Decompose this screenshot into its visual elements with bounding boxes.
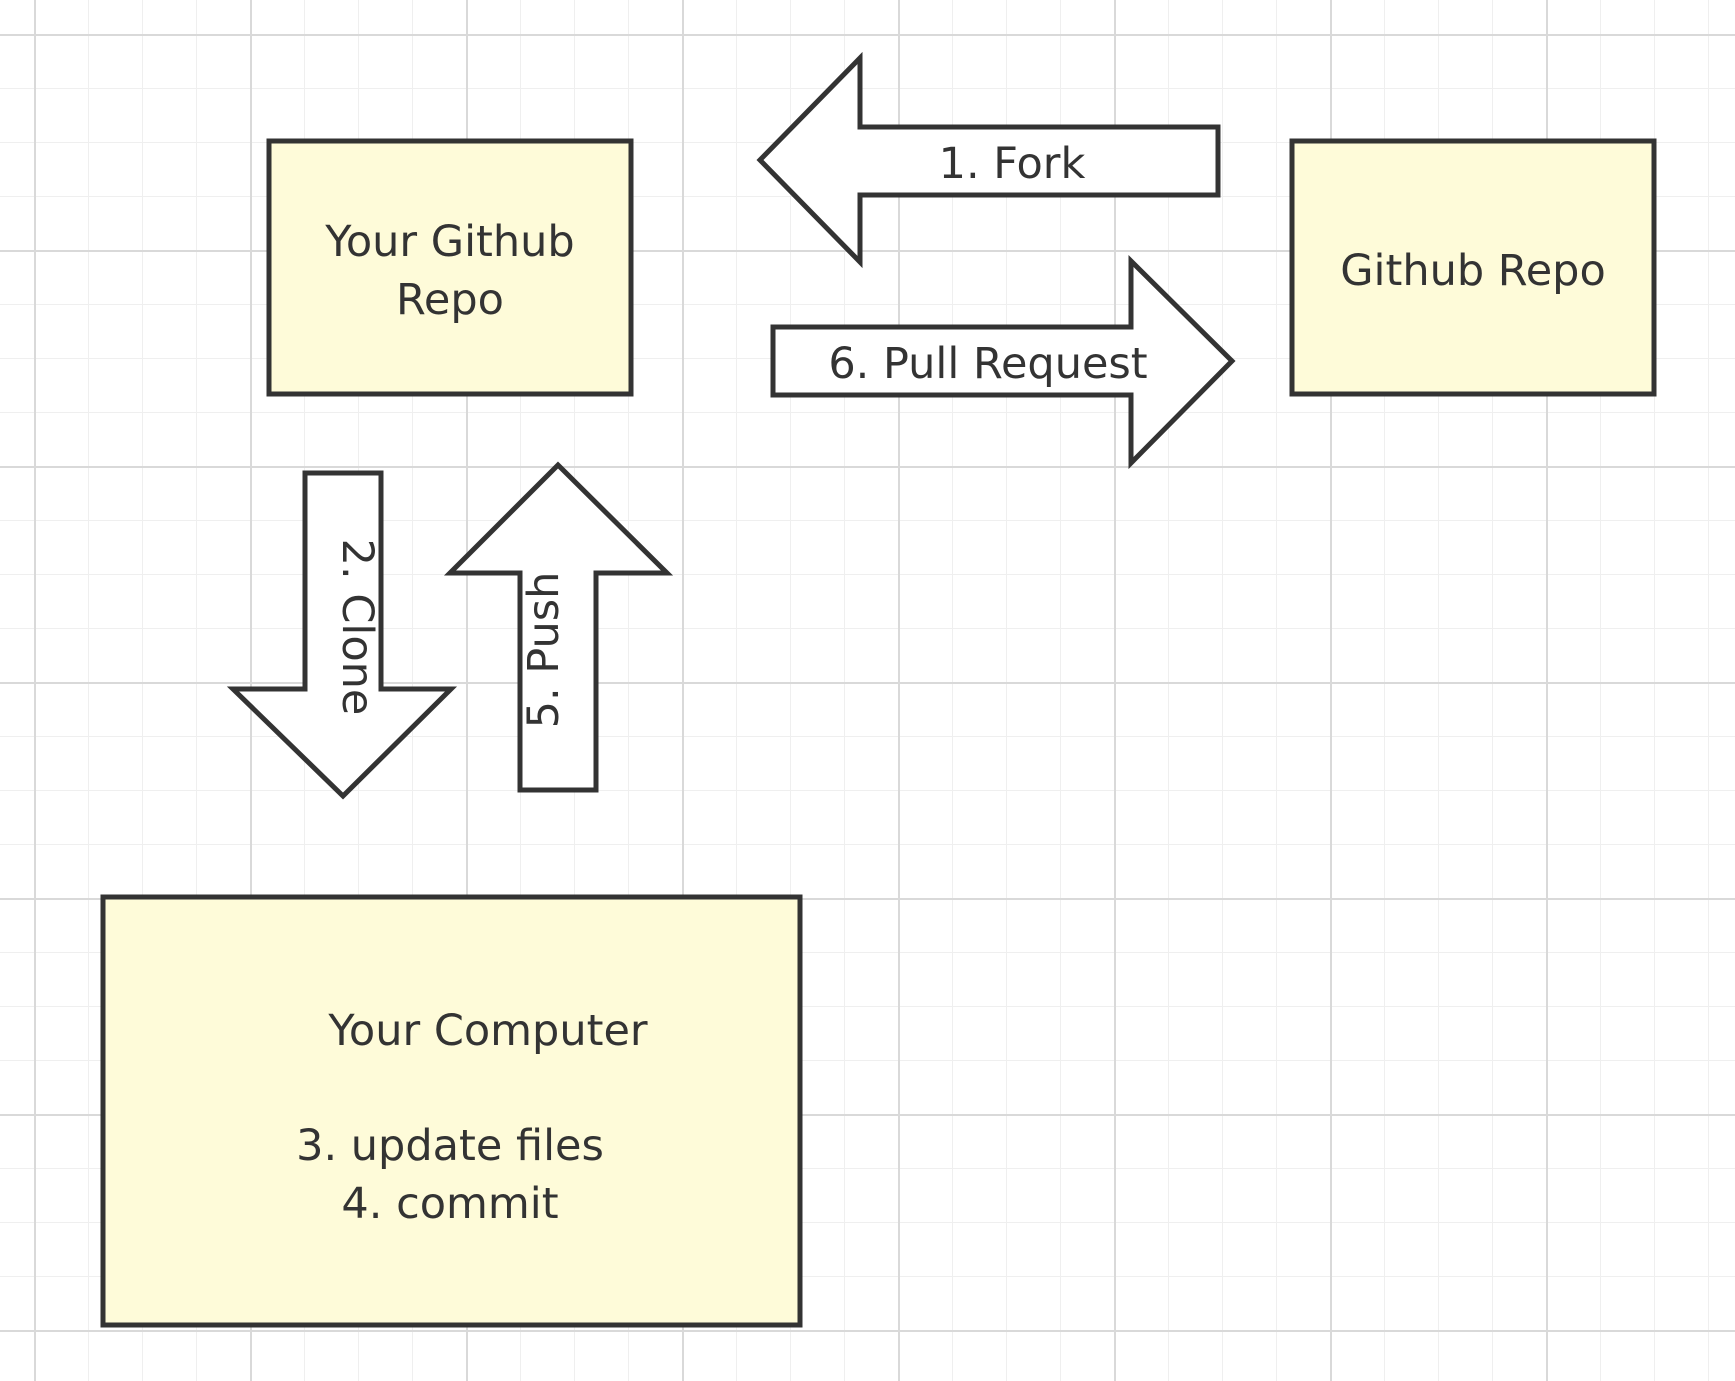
node-your-computer-box (100, 894, 803, 1328)
arrow-push-shape (443, 461, 674, 793)
node-your-github-repo-box (266, 138, 634, 397)
arrow-fork-label: 1. Fork (939, 139, 1086, 189)
node-your-github-repo-label-line1: Your Github (324, 217, 574, 267)
node-your-computer[interactable]: Your Computer 3. update files 4. commit (100, 894, 803, 1328)
arrow-clone[interactable]: 2. Clone (226, 470, 458, 800)
arrow-fork-shape (756, 51, 1221, 269)
arrow-clone-shape (226, 470, 458, 800)
arrow-push-label: 5. Push (519, 572, 569, 729)
node-your-computer-step-commit: 4. commit (341, 1179, 558, 1229)
arrow-pull-request-shape (770, 255, 1236, 470)
arrow-fork[interactable]: 1. Fork (756, 51, 1221, 269)
arrow-push[interactable]: 5. Push (443, 461, 674, 793)
arrow-pull-request-label: 6. Pull Request (828, 339, 1147, 389)
node-github-repo[interactable]: Github Repo (1289, 138, 1657, 397)
arrow-pull-request[interactable]: 6. Pull Request (770, 255, 1236, 470)
node-your-computer-title: Your Computer (327, 1006, 648, 1056)
node-your-computer-step-update: 3. update files (296, 1121, 604, 1171)
node-your-github-repo[interactable]: Your Github Repo (266, 138, 634, 397)
node-github-repo-box (1289, 138, 1657, 397)
node-your-github-repo-label-line2: Repo (396, 275, 504, 325)
arrow-clone-label: 2. Clone (332, 539, 382, 716)
node-github-repo-label: Github Repo (1340, 246, 1606, 296)
